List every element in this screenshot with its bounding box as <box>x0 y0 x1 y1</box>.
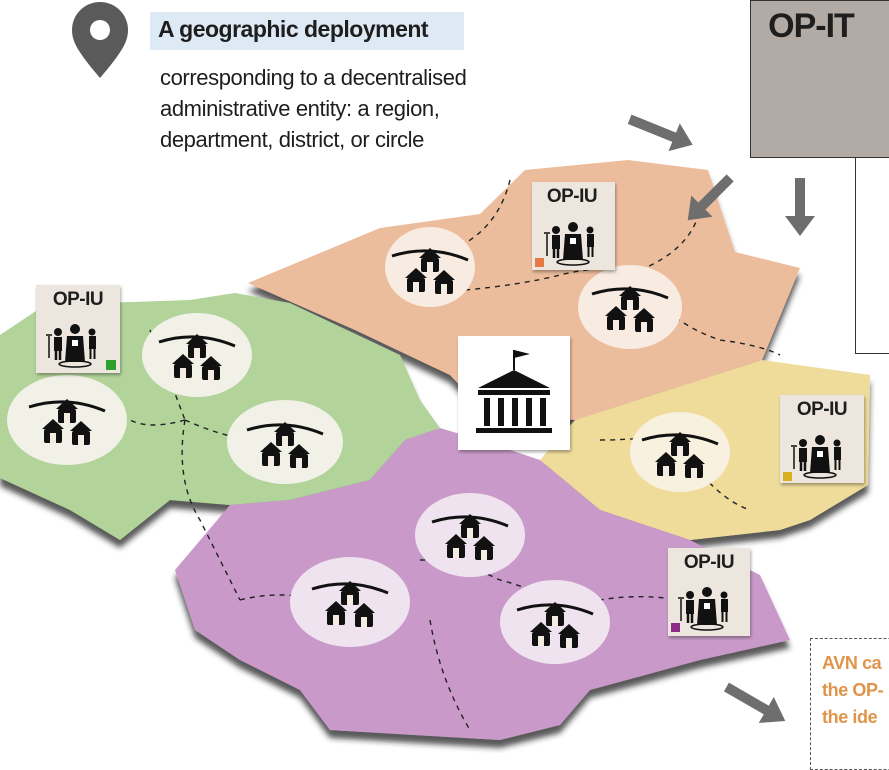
heading-highlight <box>150 12 464 50</box>
opit-bracket-line <box>855 158 889 354</box>
opit-card: OP-IT <box>750 0 889 158</box>
avn-note-line: AVN ca <box>822 653 882 673</box>
avn-note-text: AVN ca the OP- the ide <box>822 650 889 731</box>
region-color-marker <box>106 360 116 370</box>
arrow-icon <box>687 174 734 221</box>
arrow-icon <box>785 178 815 236</box>
opiu-label-green: OP-IU <box>52 289 104 310</box>
opiu-card-green <box>36 285 120 373</box>
deployment-description: corresponding to a decentralised adminis… <box>160 65 467 152</box>
arrow-icon <box>723 682 786 723</box>
region-color-marker <box>671 623 680 632</box>
opiu-card-yellow <box>780 395 864 483</box>
government-building-icon <box>458 336 570 450</box>
map-pin-icon <box>72 2 128 78</box>
avn-note-line: the ide <box>822 707 878 727</box>
avn-note-line: the OP- <box>822 680 884 700</box>
region-color-marker <box>535 258 544 267</box>
opiu-label-orange: OP-IU <box>546 186 598 207</box>
opiu-card-purple <box>668 548 750 636</box>
opiu-card-orange <box>532 182 615 270</box>
opit-label: OP-IT <box>768 7 855 45</box>
arrow-icon <box>627 114 693 152</box>
region-purple <box>175 428 790 740</box>
arrows <box>627 114 815 723</box>
region-orange <box>248 160 800 420</box>
deployment-heading: A geographic deployment <box>158 16 429 42</box>
region-color-marker <box>783 472 792 481</box>
opiu-label-yellow: OP-IU <box>796 399 848 420</box>
deployment-diagram <box>0 2 870 740</box>
opiu-label-purple: OP-IU <box>683 552 735 573</box>
